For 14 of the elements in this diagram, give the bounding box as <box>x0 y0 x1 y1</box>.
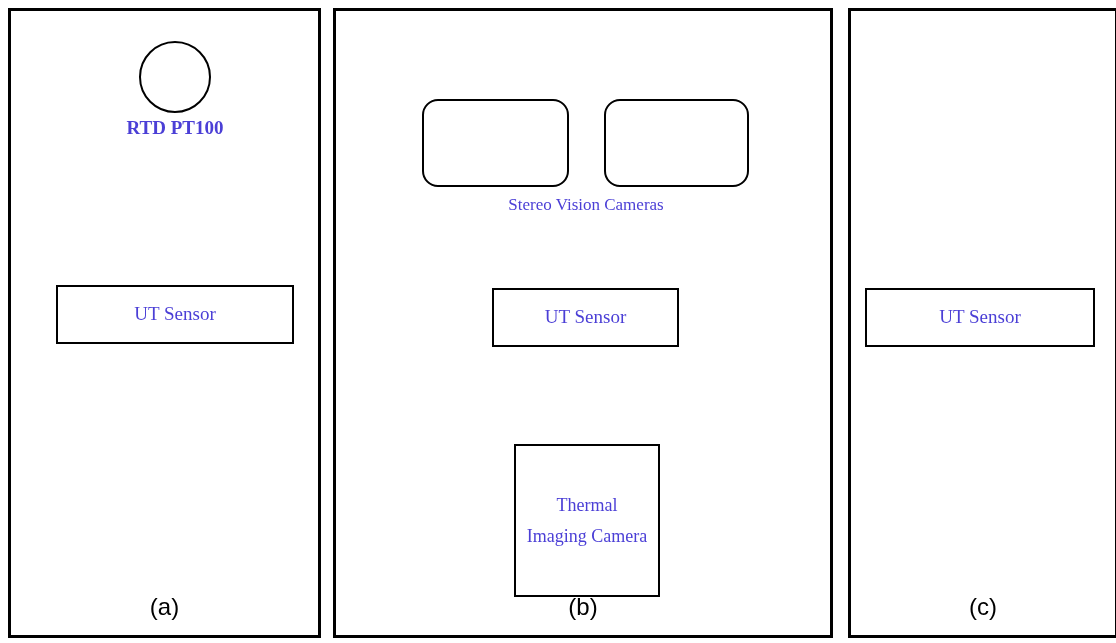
panel-frame <box>333 8 833 638</box>
panel-frame <box>848 8 1116 638</box>
group-caption: Stereo Vision Cameras <box>508 195 664 215</box>
panel-label: (a) <box>149 593 180 621</box>
panel-frame <box>8 8 321 638</box>
camera-outline <box>604 99 749 187</box>
sensor-box: UT Sensor <box>492 288 679 347</box>
panel-label: (c) <box>969 593 997 621</box>
sensor-label: RTD PT100 <box>126 117 224 139</box>
sensor-circle <box>139 41 211 113</box>
sensor-box: UT Sensor <box>56 285 294 344</box>
camera-outline <box>422 99 569 187</box>
camera-box: Thermal Imaging Camera <box>514 444 660 597</box>
sensor-box: UT Sensor <box>865 288 1095 347</box>
